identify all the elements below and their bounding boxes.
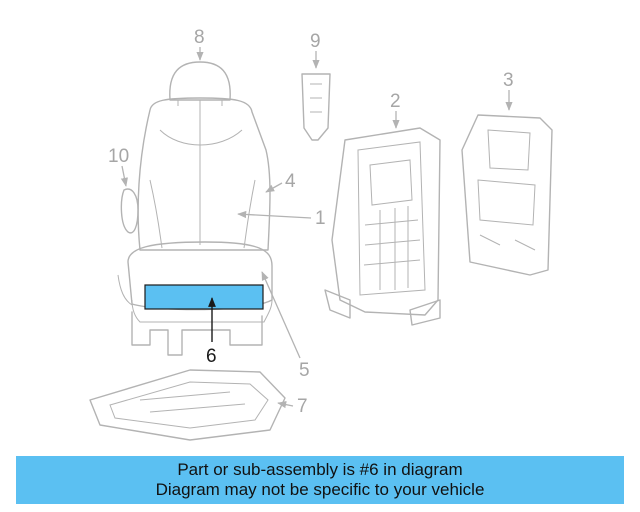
callout-6: 6 [206,346,217,367]
callout-3: 3 [503,70,514,91]
highlighted-part-6[interactable] [144,284,264,310]
callout-1: 1 [315,208,326,229]
callout-2: 2 [390,91,401,112]
callout-8: 8 [194,27,205,48]
seat-pan-part-7 [89,369,286,441]
headrest-guide-part-9 [301,73,331,141]
info-banner: Part or sub-assembly is #6 in diagram Di… [16,456,624,504]
banner-line-2: Diagram may not be specific to your vehi… [155,480,485,499]
callout-7: 7 [297,396,308,417]
seat-back-panel [461,114,553,276]
callout-5: 5 [299,360,310,381]
seat-assembly [117,61,273,356]
banner-line-1: Part or sub-assembly is #6 in diagram [177,460,463,479]
callout-10: 10 [108,146,129,167]
callout-4: 4 [285,171,296,192]
seat-parts-diagram: 8 9 2 3 10 4 1 5 7 6 [89,27,553,441]
callout-9: 9 [310,31,321,52]
callouts: 8 9 2 3 10 4 1 5 7 6 [108,27,514,417]
seat-back-frame [324,127,441,326]
